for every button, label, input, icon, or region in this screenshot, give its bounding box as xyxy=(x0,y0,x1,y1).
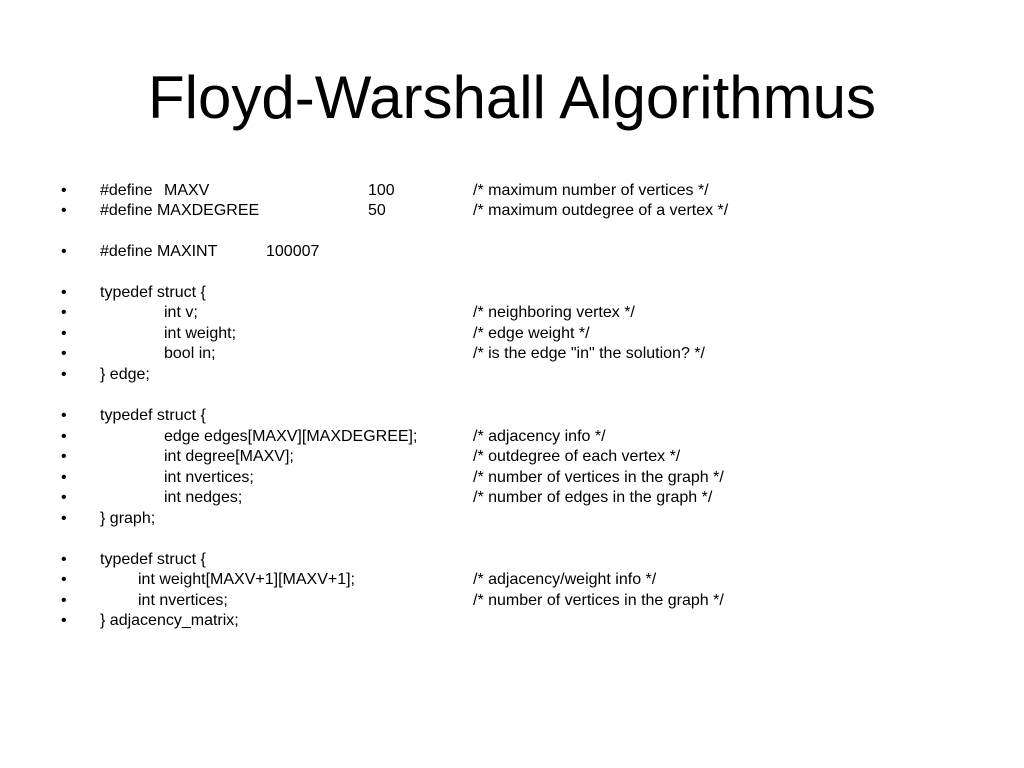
code-text: typedef struct { xyxy=(100,551,206,568)
code-text: typedef struct { xyxy=(100,284,206,301)
code-comment: /* outdegree of each vertex */ xyxy=(473,448,681,465)
code-text: int nedges; xyxy=(164,489,243,506)
bullet-marker: • xyxy=(61,325,67,342)
code-line: • #define MAXV 100 /* maximum number of vert… xyxy=(0,181,1024,201)
code-text: int nvertices; xyxy=(164,469,254,486)
bullet-marker: • xyxy=(61,448,67,465)
code-comment: /* adjacency info */ xyxy=(473,428,606,445)
code-comment: /* number of vertices in the graph */ xyxy=(473,592,724,609)
code-line: • #define MAXDEGREE 50 /* maximum outdegree… xyxy=(0,201,1024,221)
bullet-marker: • xyxy=(61,612,67,629)
code-line: • edge edges[MAXV][MAXDEGREE]; /* adjacenc… xyxy=(0,427,1024,447)
code-comment: /* neighboring vertex */ xyxy=(473,304,635,321)
code-text: 100 xyxy=(368,182,395,199)
code-line: • int nvertices; /* number of vertices in … xyxy=(0,591,1024,611)
code-text: 100007 xyxy=(266,243,320,260)
code-comment: /* is the edge "in" the solution? */ xyxy=(473,345,705,362)
bullet-marker: • xyxy=(61,345,67,362)
code-text: bool in; xyxy=(164,345,216,362)
code-comment: /* edge weight */ xyxy=(473,325,590,342)
bullet-marker: • xyxy=(61,469,67,486)
code-line: • typedef struct { xyxy=(0,283,1024,303)
code-comment: /* adjacency/weight info */ xyxy=(473,571,657,588)
code-text: } edge; xyxy=(100,366,150,383)
code-text: } adjacency_matrix; xyxy=(100,612,239,629)
bullet-marker: • xyxy=(61,202,67,219)
code-comment: /* number of edges in the graph */ xyxy=(473,489,713,506)
bullet-marker: • xyxy=(61,304,67,321)
bullet-marker: • xyxy=(61,284,67,301)
code-text: int weight; xyxy=(164,325,237,342)
code-text: MAXV xyxy=(164,182,210,199)
bullet-marker: • xyxy=(61,243,67,260)
bullet-marker: • xyxy=(61,510,67,527)
code-text: #define xyxy=(100,182,153,199)
code-line: • } edge; xyxy=(0,365,1024,385)
code-text: int weight[MAXV+1][MAXV+1]; xyxy=(138,571,355,588)
code-text: edge edges[MAXV][MAXDEGREE]; xyxy=(164,428,418,445)
code-text: int v; xyxy=(164,304,198,321)
code-line: • int weight; /* edge weight */ xyxy=(0,324,1024,344)
code-text: 50 xyxy=(368,202,386,219)
code-line: • } adjacency_matrix; xyxy=(0,611,1024,631)
code-line: • typedef struct { xyxy=(0,406,1024,426)
bullet-marker: • xyxy=(61,366,67,383)
code-line: • bool in; /* is the edge "in" the solutio… xyxy=(0,344,1024,364)
bullet-marker: • xyxy=(61,551,67,568)
code-comment: /* maximum number of vertices */ xyxy=(473,182,709,199)
code-text: int degree[MAXV]; xyxy=(164,448,294,465)
code-comment: /* maximum outdegree of a vertex */ xyxy=(473,202,729,219)
code-line: • typedef struct { xyxy=(0,550,1024,570)
code-text: typedef struct { xyxy=(100,407,206,424)
code-line: • #define MAXINT 100007 xyxy=(0,242,1024,262)
code-comment: /* number of vertices in the graph */ xyxy=(473,469,724,486)
code-line: • int degree[MAXV]; /* outdegree of each v… xyxy=(0,447,1024,467)
code-line: • int v; /* neighboring vertex */ xyxy=(0,303,1024,323)
bullet-marker: • xyxy=(61,489,67,506)
code-text: #define MAXINT xyxy=(100,243,218,260)
bullet-marker: • xyxy=(61,407,67,424)
code-line: • int nvertices; /* number of vertices in … xyxy=(0,468,1024,488)
code-line: • int weight[MAXV+1][MAXV+1]; /* adjacency… xyxy=(0,570,1024,590)
bullet-marker: • xyxy=(61,182,67,199)
code-line: • } graph; xyxy=(0,509,1024,529)
bullet-marker: • xyxy=(61,428,67,445)
bullet-marker: • xyxy=(61,571,67,588)
code-line: • int nedges; /* number of edges in the gr… xyxy=(0,488,1024,508)
code-text: } graph; xyxy=(100,510,156,527)
slide-title: Floyd-Warshall Algorithmus xyxy=(148,64,876,131)
bullet-marker: • xyxy=(61,592,67,609)
code-text: int nvertices; xyxy=(138,592,228,609)
code-text: #define MAXDEGREE xyxy=(100,202,260,219)
